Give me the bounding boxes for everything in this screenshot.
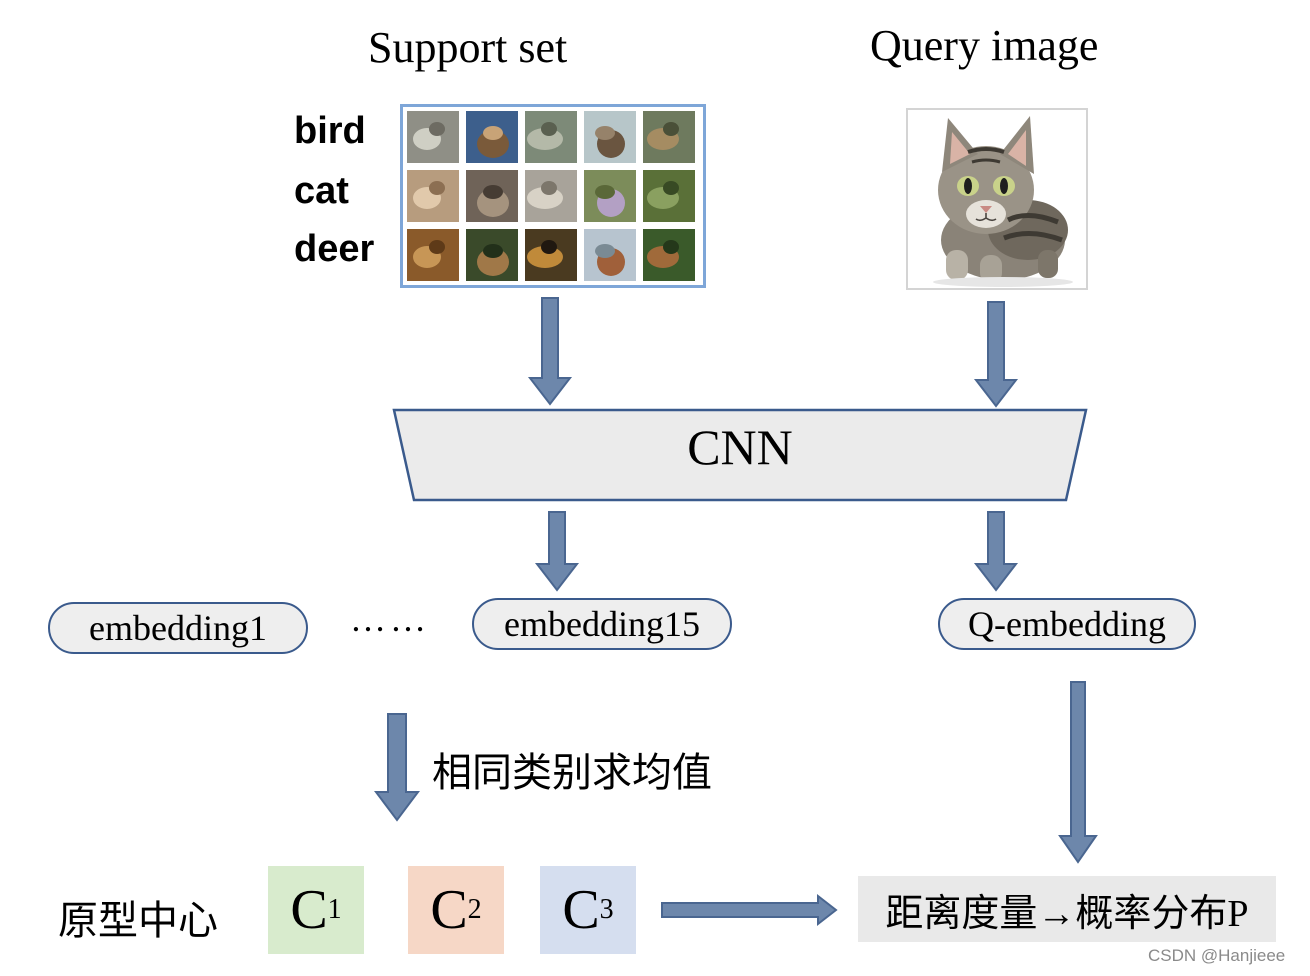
embedding-ellipsis: …… [350, 599, 430, 639]
support-thumb-bird-4 [584, 111, 636, 163]
prototype-c3-letter: C [562, 879, 600, 941]
embedding-15-node: embedding15 [472, 598, 732, 650]
cat-image [908, 110, 1086, 288]
deer-thumb-image [525, 229, 577, 281]
bird-thumb-image [466, 111, 518, 163]
arrow-prototypes-to-result [661, 893, 838, 927]
support-thumb-deer-4 [584, 229, 636, 281]
support-thumb-bird-2 [466, 111, 518, 163]
prototype-c1-letter: C [290, 879, 328, 941]
cat-thumb-image [584, 170, 636, 222]
prototype-c2-index: 2 [467, 894, 482, 925]
support-thumb-deer-3 [525, 229, 577, 281]
query-image-title: Query image [870, 21, 1099, 70]
support-thumb-bird-5 [643, 111, 695, 163]
bird-thumb-image [407, 111, 459, 163]
support-thumb-bird-1 [407, 111, 459, 163]
support-thumb-cat-3 [525, 170, 577, 222]
cat-thumb-image [407, 170, 459, 222]
support-thumb-cat-2 [466, 170, 518, 222]
class-label-deer: deer [294, 228, 375, 270]
class-label-cat: cat [294, 170, 349, 212]
support-thumb-cat-4 [584, 170, 636, 222]
prototype-c3-index: 3 [599, 894, 614, 925]
deer-thumb-image [466, 229, 518, 281]
bird-thumb-image [584, 111, 636, 163]
support-image-grid [400, 104, 706, 288]
arrow-cnn-to-q-embedding [973, 511, 1019, 592]
prototype-c2-letter: C [430, 879, 468, 941]
support-set-title: Support set [368, 23, 568, 72]
support-thumb-bird-3 [525, 111, 577, 163]
mean-step-label: 相同类别求均值 [432, 750, 712, 795]
deer-thumb-image [584, 229, 636, 281]
prototype-c1-index: 1 [327, 894, 342, 925]
bird-thumb-image [643, 111, 695, 163]
arrow-q-embedding-to-result [1058, 681, 1098, 864]
distance-probability-box: 距离度量→概率分布P [858, 876, 1276, 942]
prototype-center-label: 原型中心 [58, 898, 218, 943]
q-embedding-node: Q-embedding [938, 598, 1196, 650]
deer-thumb-image [643, 229, 695, 281]
query-image [906, 108, 1088, 290]
cat-thumb-image [466, 170, 518, 222]
cat-thumb-image [525, 170, 577, 222]
bird-thumb-image [525, 111, 577, 163]
support-thumb-deer-1 [407, 229, 459, 281]
cat-thumb-image [643, 170, 695, 222]
support-thumb-cat-1 [407, 170, 459, 222]
support-thumb-cat-5 [643, 170, 695, 222]
class-label-bird: bird [294, 110, 366, 152]
csdn-watermark: CSDN @Hanjieee [1148, 946, 1286, 965]
cnn-block [392, 408, 1088, 502]
arrow-cnn-to-embedding [534, 511, 580, 592]
arrow-query-to-cnn [973, 301, 1019, 408]
arrow-embeddings-to-prototypes [374, 713, 420, 822]
arrow-support-to-cnn [527, 297, 573, 406]
cnn-label: CNN [687, 419, 793, 475]
support-thumb-deer-2 [466, 229, 518, 281]
support-thumb-deer-5 [643, 229, 695, 281]
deer-thumb-image [407, 229, 459, 281]
embedding-1-node: embedding1 [48, 602, 308, 654]
